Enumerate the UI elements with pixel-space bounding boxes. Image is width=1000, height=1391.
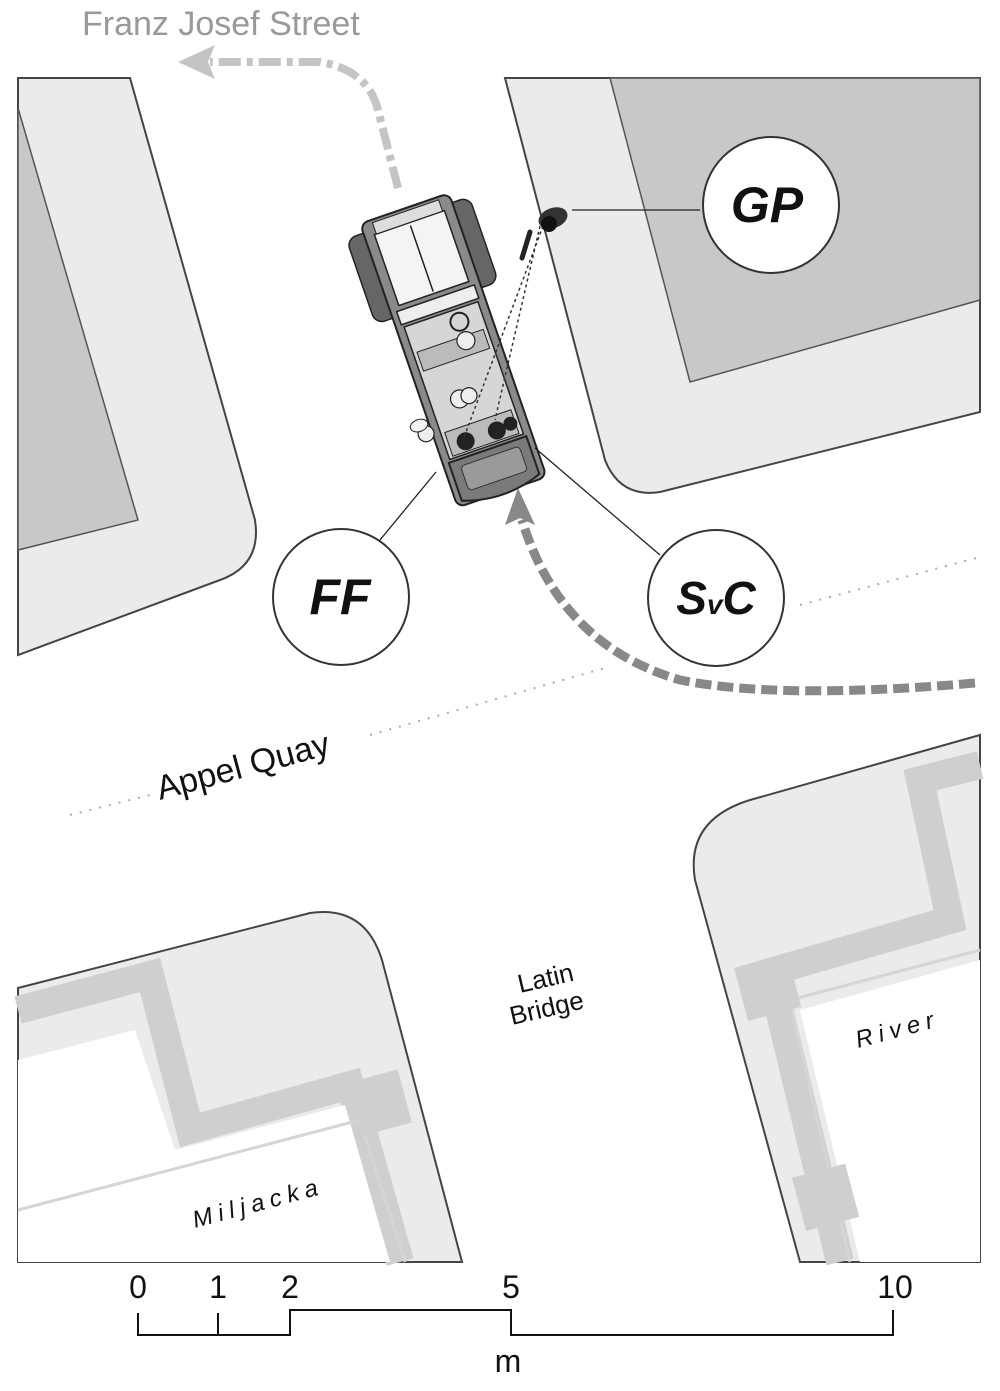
marker-svc-label: SvC — [676, 572, 756, 624]
marker-svc-v: v — [707, 589, 724, 620]
appel-quay-centerline-mid — [369, 667, 606, 736]
gunman-arm — [519, 229, 533, 261]
passenger-middle-2 — [460, 387, 478, 405]
scale-bar-line — [137, 1309, 894, 1336]
route-appel-quay-arrow — [505, 488, 535, 525]
scale-unit: m — [495, 1343, 522, 1379]
marker-ff-label: FF — [309, 569, 372, 625]
scale-bar: 0 1 2 5 10 m — [129, 1269, 913, 1379]
label-appel-quay: Appel Quay — [152, 725, 333, 808]
rear-passenger-2 — [487, 421, 506, 440]
scale-tick-0: 0 — [129, 1269, 147, 1305]
leader-lines — [379, 209, 700, 556]
driver — [456, 331, 476, 351]
gunman-head — [541, 216, 557, 232]
rear-passenger-3 — [503, 416, 518, 431]
gunman — [462, 207, 568, 441]
sightline-2 — [462, 225, 544, 441]
standing-figure-body — [409, 418, 429, 433]
river-right-pier-1 — [733, 953, 802, 1022]
marker-ff: FF — [272, 528, 410, 666]
scale-tick-2: 2 — [281, 1269, 299, 1305]
route-franz-josef — [210, 58, 402, 189]
label-franz-josef-street: Franz Josef Street — [82, 5, 360, 43]
marker-gp-label: GP — [731, 177, 804, 233]
vehicle-radiator — [371, 199, 444, 235]
river-wall-right — [753, 751, 984, 1266]
route-appel-quay — [517, 518, 976, 696]
marker-svc-s: S — [676, 572, 707, 624]
marker-svc: SvC — [647, 529, 785, 667]
river-left-pier — [349, 1069, 412, 1136]
vehicle-windshield — [395, 283, 480, 326]
river-left — [18, 1030, 390, 1262]
vehicle — [348, 194, 546, 507]
street-centerlines — [69, 556, 981, 816]
appel-quay-centerline-left — [69, 794, 151, 816]
city-blocks — [14, 77, 984, 1266]
label-latin-bridge-line2: Bridge — [507, 985, 587, 1031]
routes — [178, 45, 976, 696]
scale-tick-5: 5 — [502, 1269, 520, 1305]
scale-tick-10: 10 — [877, 1269, 913, 1305]
marker-svc-c: C — [723, 572, 757, 624]
river-right-pier-2 — [791, 1163, 860, 1232]
marker-gp: GP — [702, 136, 840, 274]
scale-tick-1: 1 — [209, 1269, 227, 1305]
rear-passenger-1 — [456, 432, 475, 451]
steering-wheel — [449, 311, 470, 332]
route-franz-josef-arrow — [178, 45, 215, 79]
building-top-left — [17, 107, 139, 551]
appel-quay-centerline-right — [799, 556, 981, 606]
